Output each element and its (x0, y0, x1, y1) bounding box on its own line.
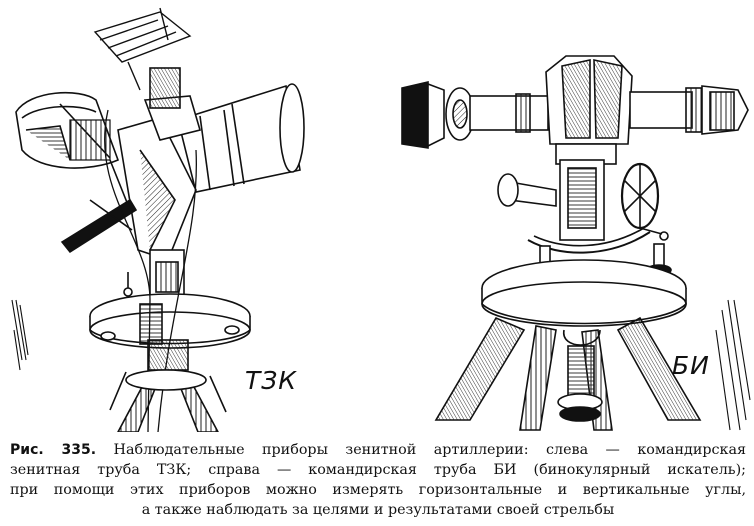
bi-center-housing (545, 55, 633, 165)
caption-line-1-text: Наблюдательные приборы зенитной артиллер… (113, 442, 747, 458)
tzk-handle (60, 159, 138, 254)
figure-area: ТЗК БИ (11, 7, 751, 432)
tzk-tripod (109, 339, 227, 432)
tzk-column (123, 249, 185, 301)
bi-background-shading (715, 299, 751, 431)
bi-instrument (401, 55, 751, 431)
tzk-main-tube (177, 83, 305, 193)
bi-left-eyepiece (401, 80, 475, 149)
bi-handwheel (620, 162, 669, 241)
figure-number: Рис. 335. (10, 442, 97, 458)
caption-line-4: а также наблюдать за целями и результата… (141, 502, 615, 518)
tzk-bracket (117, 67, 202, 261)
tzk-label: ТЗК (245, 366, 298, 395)
bi-tripod (434, 316, 702, 431)
caption-line-3: при помощи этих приборов можно измерять … (10, 482, 746, 498)
caption-line-1: Рис. 335. Наблюдательные приборы зенитно… (10, 440, 746, 460)
bi-head-plate (481, 259, 687, 327)
caption-line-2: зенитная труба ТЗК; справа — командирска… (10, 462, 746, 478)
tzk-wire-sight (93, 7, 192, 91)
bi-label: БИ (672, 351, 710, 380)
figure-caption: Рис. 335. Наблюдательные приборы зенитно… (10, 440, 746, 520)
bi-right-tube (629, 85, 749, 135)
bi-left-tube (469, 93, 549, 133)
tzk-background-shading (11, 299, 29, 371)
tzk-left-objective (15, 91, 120, 169)
tzk-cable (103, 109, 151, 432)
instruments-illustration (11, 7, 751, 432)
tzk-head-plate (89, 293, 251, 349)
bi-column (497, 159, 605, 241)
tzk-instrument (11, 7, 305, 432)
